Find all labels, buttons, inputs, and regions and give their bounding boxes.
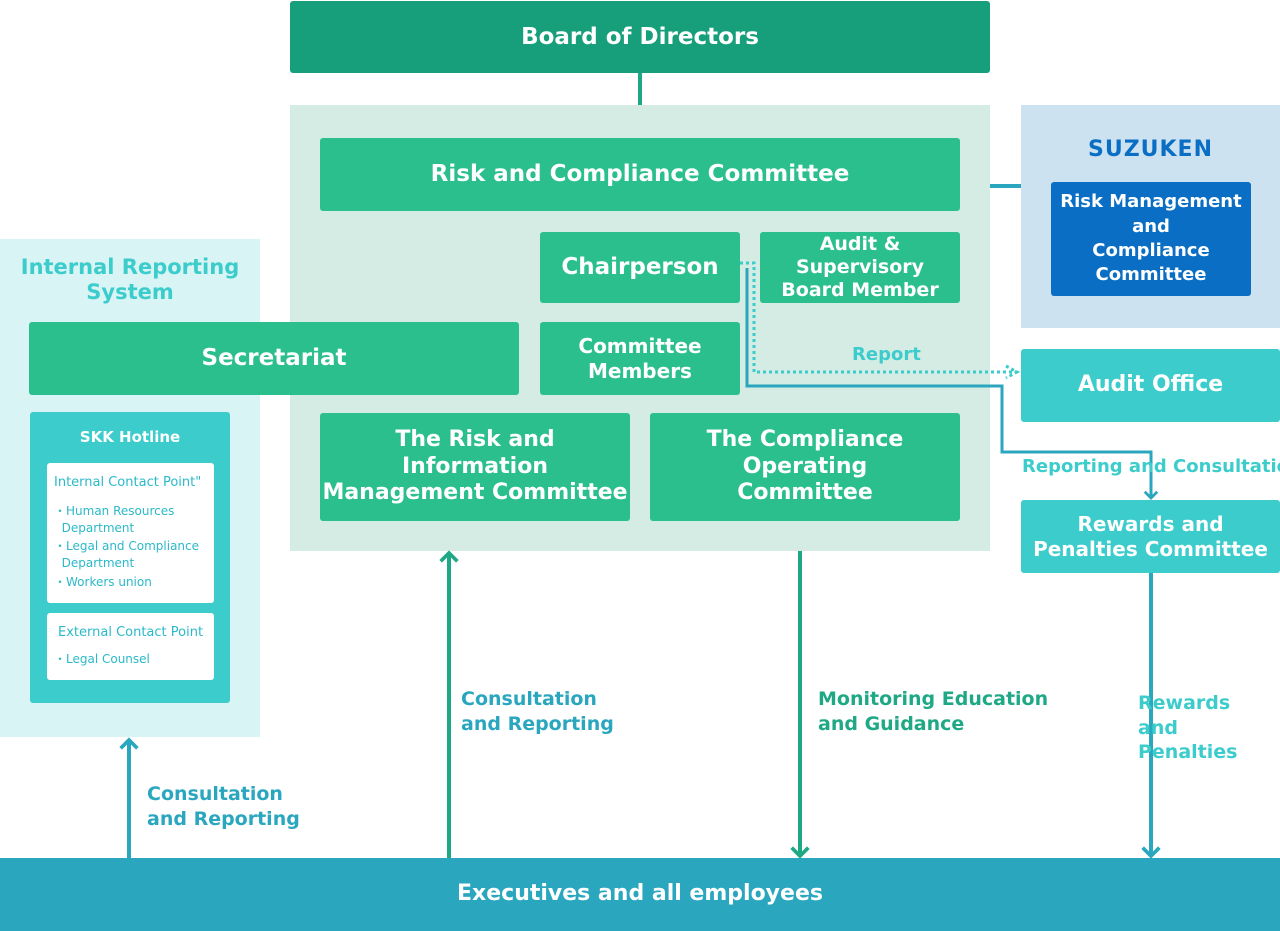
monitoring-education-guidance-label: Monitoring Education and Guidance	[818, 688, 1049, 735]
reporting-consultation-label: Reporting and Consultation	[1022, 456, 1280, 477]
skk-hotline-title: SKK Hotline	[79, 428, 181, 446]
consultation-reporting-left-label: Consultation and Reporting	[147, 783, 300, 830]
report-label: Report	[852, 344, 921, 365]
report-arrowhead	[1005, 364, 1021, 380]
compliance-operating-committee-box: The Compliance Operating Committee	[650, 413, 960, 521]
external-contact-item: ・Legal Counsel	[54, 652, 150, 666]
audit-supervisory-board-member-box: Audit & Supervisory Board Member	[760, 232, 960, 303]
risk-information-management-committee-box: The Risk and Information Management Comm…	[320, 413, 630, 521]
external-contact-point-title: External Contact Point	[58, 625, 204, 640]
board-of-directors-box: Board of Directors	[290, 1, 990, 73]
reporting-consultation-line	[745, 268, 1159, 500]
executives-employees-bar: Executives and all employees	[0, 858, 1280, 931]
internal-contact-item: ・Workers union	[54, 575, 152, 589]
internal-contact-item: ・Legal and Compliance Department	[54, 539, 200, 571]
internal-contact-item: ・Human Resources Department	[54, 504, 175, 536]
report-dotted-line	[740, 261, 1017, 374]
chairperson-box: Chairperson	[540, 232, 740, 303]
suzuken-title: SUZUKEN	[1087, 137, 1213, 162]
external-contact-point-card: External Contact Point ・Legal Counsel	[47, 613, 214, 680]
risk-compliance-committee-box: Risk and Compliance Committee	[320, 138, 960, 211]
consultation-reporting-center-label: Consultation and Reporting	[461, 688, 614, 735]
internal-contact-point-card: Internal Contact Point" ・Human Resources…	[47, 463, 214, 603]
committee-members-box: Committee Members	[540, 322, 740, 395]
suzuken-risk-management-compliance-committee-box: Risk Management and Compliance Committee	[1051, 182, 1251, 296]
internal-contact-point-title: Internal Contact Point"	[54, 475, 202, 490]
internal-reporting-system-title: Internal Reporting System	[20, 255, 240, 305]
rewards-penalties-committee-box: Rewards and Penalties Committee	[1021, 500, 1280, 573]
rewards-penalties-label: Rewards and Penalties	[1138, 692, 1238, 764]
skk-hotline-box: SKK Hotline Internal Contact Point" ・Hum…	[30, 412, 230, 703]
secretariat-box: Secretariat	[29, 322, 519, 395]
audit-office-box: Audit Office	[1021, 349, 1280, 422]
